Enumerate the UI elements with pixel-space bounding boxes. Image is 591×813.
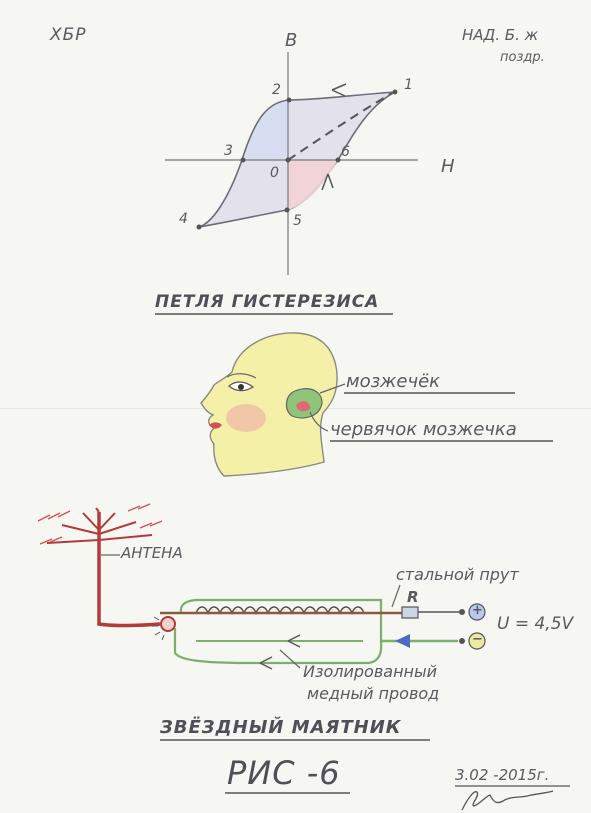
axis-y-label: В [285, 30, 298, 51]
point-3-label: 3 [224, 143, 233, 159]
plus-sign: + [472, 603, 483, 618]
header-right-sub: поздр. [500, 50, 545, 65]
figure-label: РИС -6 [227, 754, 341, 792]
point-4-dot [196, 224, 202, 230]
antenna-label: АНТЕНА [121, 544, 183, 562]
antenna-brush-marks [37, 503, 163, 545]
point-1-label: 1 [404, 77, 413, 93]
point-0-label: 0 [270, 165, 279, 181]
bob-rays [152, 616, 165, 641]
rod-leader [391, 584, 401, 608]
cerebellum-leader [319, 383, 346, 394]
arrow-top [331, 83, 347, 97]
pendulum-circuit [37, 503, 486, 670]
resistor [401, 606, 419, 619]
arrow-on-inner [287, 634, 301, 648]
vermis-leader [309, 411, 329, 432]
point-5-label: 5 [293, 213, 302, 229]
arrow-bottom [321, 173, 334, 191]
resistor-label: R [407, 588, 419, 606]
steel-rod-label: стальной прут [396, 565, 519, 584]
wire-label-line2: медный провод [307, 684, 440, 703]
point-6-dot [335, 157, 341, 163]
point-4-label: 4 [179, 211, 188, 227]
hysteresis-diagram [165, 52, 418, 275]
plus-terminal [468, 603, 486, 621]
point-0-dot [285, 157, 291, 163]
initial-curve-dashed [287, 92, 393, 161]
pupil [238, 384, 244, 390]
point-2-dot [286, 97, 292, 103]
cheek-blush [226, 404, 266, 432]
point-5-dot [284, 207, 290, 213]
signature [461, 790, 554, 811]
cerebellum-label: мозжечёк [346, 371, 441, 392]
hysteresis-caption: ПЕТЛЯ ГИСТЕРЕЗИСА [155, 292, 380, 312]
point-2-label: 2 [272, 82, 281, 98]
loop-tint-pink [288, 160, 338, 210]
antenna-mast [97, 512, 161, 628]
point-3-dot [240, 157, 246, 163]
point-1-dot [392, 89, 398, 95]
header-left-mark: ХБР [50, 25, 87, 45]
plus-terminal-dot [459, 609, 465, 615]
point-6-label: 6 [341, 144, 350, 160]
vermis [296, 401, 311, 412]
minus-terminal [468, 632, 486, 650]
minus-sign: − [472, 632, 483, 647]
minus-terminal-dot [459, 638, 465, 644]
date-label: 3.02 -2015г. [455, 766, 550, 784]
voltage-label: U = 4,5V [497, 614, 574, 634]
pendulum-caption: ЗВЁЗДНЫЙ МАЯТНИК [160, 717, 402, 738]
axis-x-label: Н [441, 156, 455, 177]
head-outline [200, 332, 338, 477]
green-loop-frame [173, 598, 383, 665]
wire-leader [279, 649, 301, 669]
eyebrow [226, 373, 257, 379]
minus-arrow [395, 634, 410, 648]
head-figure [200, 332, 553, 477]
antenna-branches [46, 507, 153, 544]
pendulum-bob [160, 616, 176, 632]
wire-label-line1: Изолированный [303, 662, 438, 681]
header-right-mark: НАД. Б. ж [462, 26, 539, 44]
loop-tint-blue [244, 101, 288, 160]
arrow-on-green [259, 656, 273, 670]
vermis-label: червячок мозжечка [330, 419, 517, 440]
lips [209, 422, 222, 429]
